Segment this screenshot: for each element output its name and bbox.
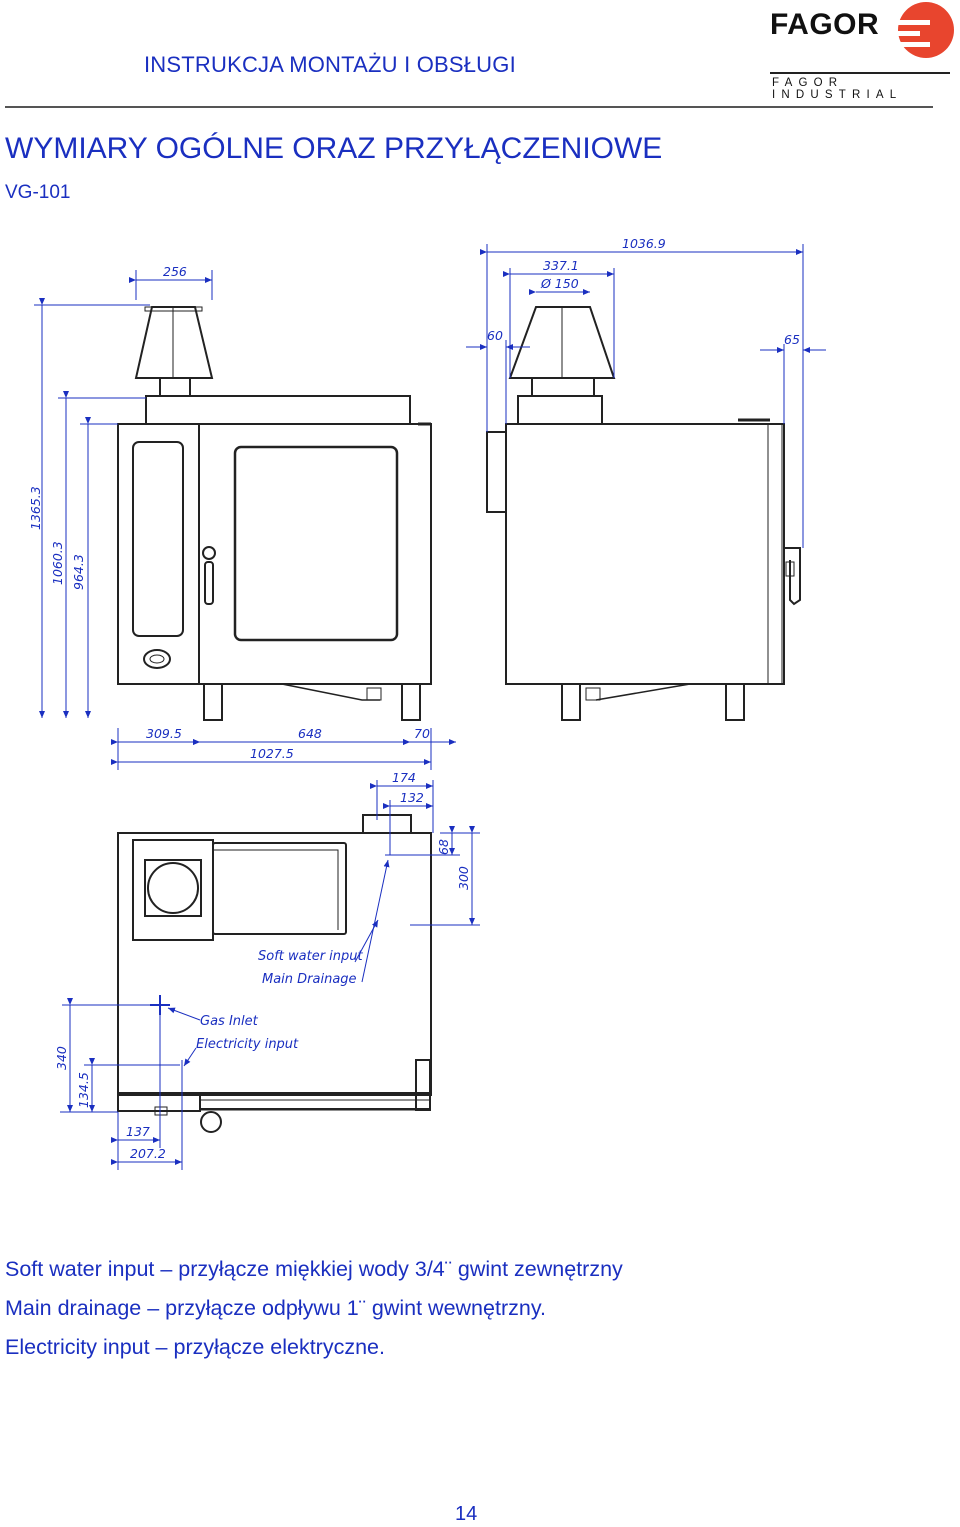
dim-top-340: 340	[54, 1046, 69, 1070]
dim-top-132: 132	[400, 790, 424, 805]
dim-width-total: 1027.5	[250, 746, 294, 761]
dim-top-300: 300	[456, 866, 471, 890]
dim-right-offset: 65	[784, 332, 800, 347]
front-view	[117, 306, 432, 721]
dim-width-right: 70	[414, 726, 430, 741]
dim-height-low: 964.3	[71, 554, 86, 590]
label-main-drainage: Main Drainage	[262, 972, 357, 987]
technical-drawing: 256 1365.3 1060.3 964.3 309.5 648 70 102…	[28, 236, 826, 1170]
dim-width-left: 309.5	[146, 726, 182, 741]
dim-width-center: 648	[298, 726, 322, 741]
page-number: 14	[455, 1503, 478, 1525]
label-electricity-input: Electricity input	[196, 1037, 299, 1052]
dim-top-174: 174	[392, 770, 416, 785]
dim-height-mid: 1060.3	[50, 541, 65, 585]
logo-wordmark: FAGOR	[770, 8, 880, 41]
header-divider	[5, 106, 933, 108]
note-soft-water: Soft water input – przyłącze miękkiej wo…	[5, 1257, 623, 1281]
dim-left-offset: 60	[487, 328, 503, 343]
dim-top-width: 256	[163, 264, 187, 279]
fagor-mark-icon	[896, 2, 954, 58]
side-view	[486, 306, 801, 721]
model-name: VG-101	[5, 182, 71, 203]
dim-top-68: 68	[436, 839, 451, 855]
logo-rule	[770, 72, 950, 74]
dim-side-total: 1036.9	[622, 236, 666, 251]
dim-flue-diameter: Ø 150	[540, 276, 579, 291]
dim-top-137: 137	[126, 1124, 150, 1139]
dim-top-134-5: 134.5	[76, 1072, 91, 1108]
dim-height-total: 1365.3	[28, 486, 43, 530]
section-title: WYMIARY OGÓLNE ORAZ PRZYŁĄCZENIOWE	[5, 132, 663, 165]
note-electricity: Electricity input – przyłącze elektryczn…	[5, 1335, 385, 1359]
label-soft-water: Soft water input	[258, 949, 364, 964]
note-main-drainage: Main drainage – przyłącze odpływu 1¨ gwi…	[5, 1296, 546, 1320]
label-gas-inlet: Gas Inlet	[200, 1014, 259, 1029]
dim-top-207-2: 207.2	[130, 1146, 166, 1161]
document-header-title: INSTRUKCJA MONTAŻU I OBSŁUGI	[144, 52, 516, 77]
dim-flue: 337.1	[543, 258, 579, 273]
top-view	[117, 814, 432, 1133]
fagor-logo: FAGOR FAGOR INDUSTRIAL	[770, 2, 960, 101]
logo-subtitle: FAGOR INDUSTRIAL	[772, 77, 903, 101]
